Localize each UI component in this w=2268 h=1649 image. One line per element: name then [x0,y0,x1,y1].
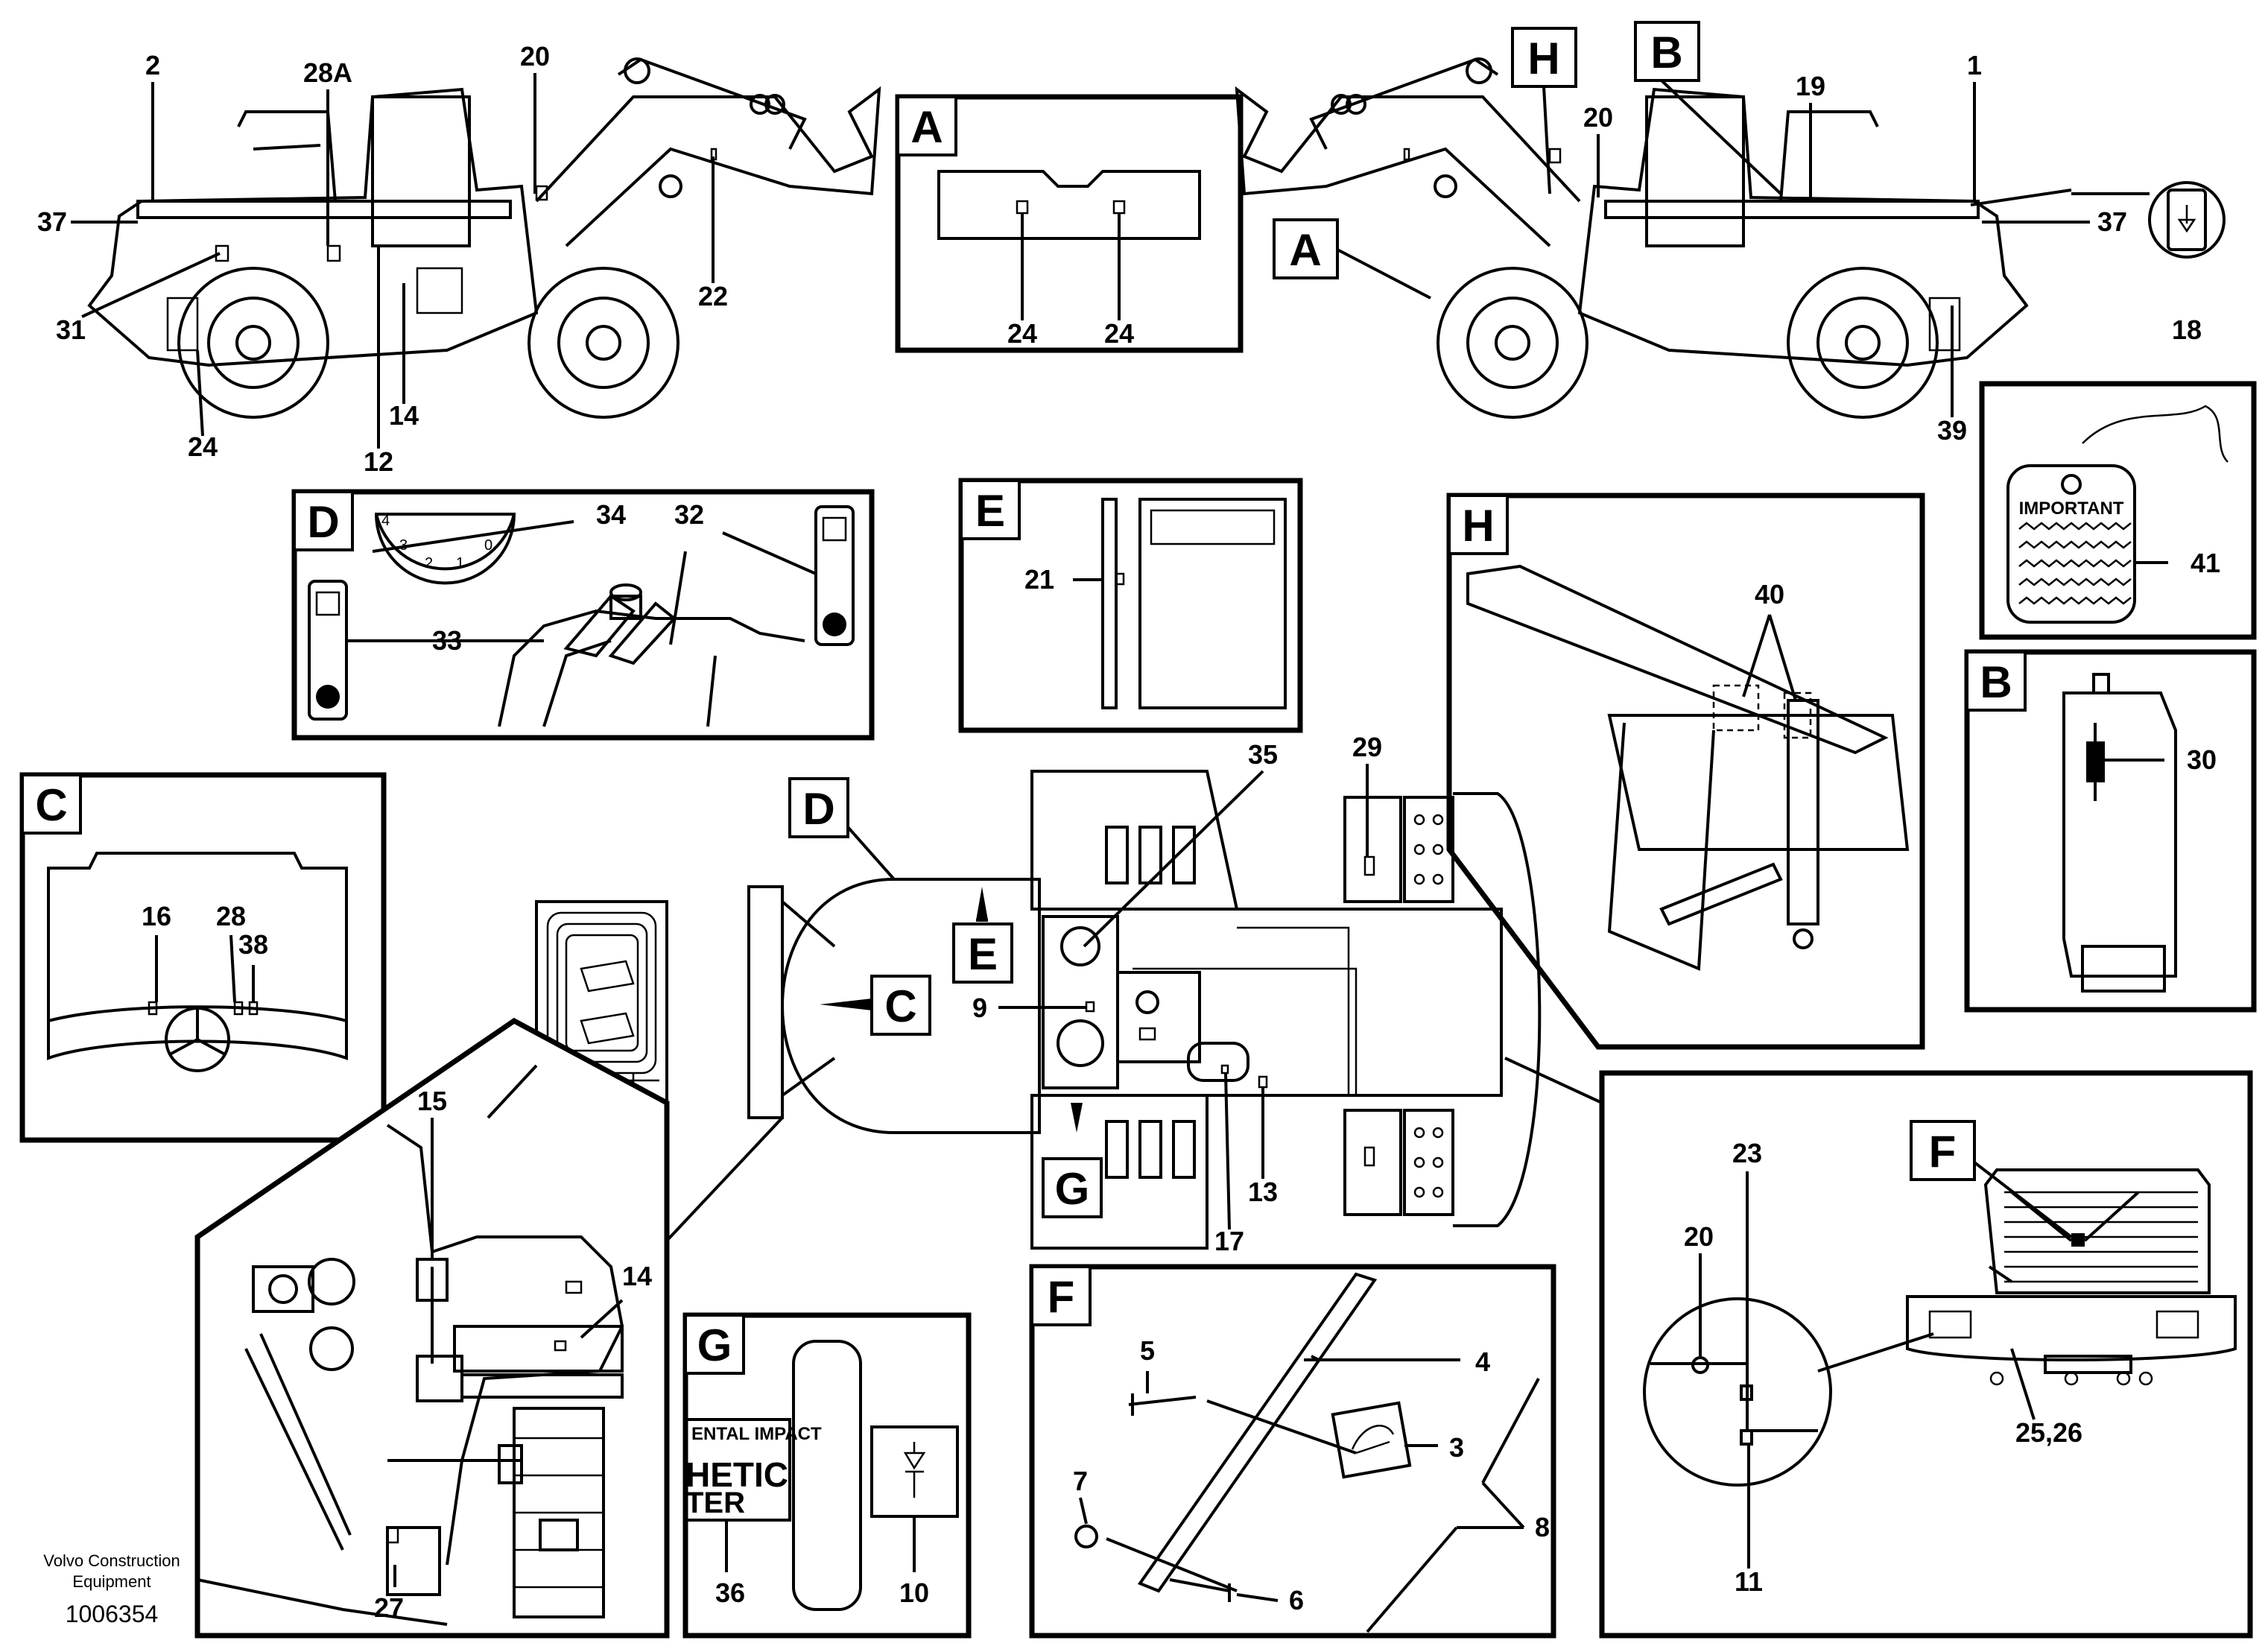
label-h-top [1511,27,1577,88]
label-b-top [1634,21,1700,82]
callout-number: 10 [899,1577,929,1608]
callout-number: 37 [2097,206,2127,237]
callout-number: 8 [1535,1512,1550,1542]
callout-number: 7 [1073,1466,1088,1496]
callout-number: 14 [622,1261,652,1291]
callout-number: 2 [145,50,160,80]
label-c-center [870,975,931,1036]
callout-number: 18 [2172,314,2202,345]
detail-box-f-lower: F [1029,1264,1556,1639]
detail-box-cab-steps [194,1017,670,1639]
label-g-center [1042,1157,1103,1218]
callout-number: 5 [1140,1335,1155,1366]
company-name-line1: Volvo Construction [43,1551,180,1570]
callout-number: 14 [389,400,419,431]
detail-box-a: A [895,94,1244,353]
svg-text:IMPORTANT: IMPORTANT [2019,499,2124,519]
detail-letter-label: HETIC [685,1455,788,1494]
detail-box-c: C [19,772,387,1143]
svg-text:4: 4 [381,513,390,529]
machine-top-view [747,770,1542,1250]
callout-number: 15 [417,1086,447,1116]
callout-number: 24 [1104,318,1134,349]
label-a-side [1273,218,1339,279]
detail-letter-label: D [802,784,834,834]
callout-number: 6 [1289,1585,1304,1615]
detail-letter-label: C [884,981,916,1031]
callout-number: 31 [56,314,86,345]
detail-letter-label: A [1289,225,1321,275]
callout-number: 17 [1214,1226,1244,1256]
callout-number: 37 [37,206,67,237]
callout-number: 32 [674,499,704,530]
callout-number: 9 [972,993,987,1023]
detail-letter-label: H [1462,501,1494,551]
loader-left-side-view [87,57,881,419]
callout-number: 41 [2191,548,2220,578]
svg-text:2: 2 [425,555,433,572]
detail-box-b: B [1964,649,2257,1013]
detail-letter-label: D [307,497,339,547]
detail-letter-label: E [968,929,998,979]
callout-number: 38 [238,929,268,960]
callout-number: 1 [1967,50,1982,80]
callout-number: 20 [1583,102,1613,133]
svg-text:1: 1 [456,555,464,572]
decal-18-inset [2071,181,2226,259]
footer-block: Volvo Construction Equipment 1006354 [43,1551,180,1627]
drawing-number: 1006354 [66,1601,159,1627]
label-e-center [952,922,1013,984]
detail-letter-label: B [1650,28,1682,77]
callout-numbers: 2 28A 20 37 31 24 12 14 22 24 24 20 19 1… [37,41,2220,1623]
callout-number: 4 [1475,1346,1490,1377]
callout-number: 24 [188,431,218,462]
detail-box-f-rear: F [1599,1070,2253,1639]
detail-letter-label: F [1048,1272,1075,1322]
callout-number: 40 [1755,579,1784,610]
detail-letter-label: A [910,102,943,152]
callout-number: 29 [1352,732,1382,762]
callout-number: 22 [698,281,728,311]
detail-letter-label: TER [685,1487,745,1519]
detail-letter-label: F [1929,1127,1957,1177]
detail-letter-label: G [1055,1164,1090,1214]
company-name-line2: Equipment [72,1572,151,1591]
callout-number: 36 [715,1577,745,1608]
callout-number: 21 [1024,564,1054,595]
detail-letter-label: G [697,1320,732,1370]
callout-number: 24 [1007,318,1037,349]
callout-number: 28 [216,901,246,931]
callout-number: 25,26 [2015,1417,2082,1448]
callout-number: 19 [1796,71,1825,101]
detail-letter-label: E [975,486,1005,536]
callout-number: 12 [364,446,393,477]
label-d-center [788,777,849,838]
callout-number: 3 [1449,1432,1464,1463]
callout-number: 23 [1732,1138,1762,1168]
loader-right-side-view [1235,57,2029,419]
callout-number: 39 [1937,415,1967,446]
detail-box-important-tag: IMPORTANT [1979,381,2257,640]
callout-number: 30 [2187,744,2217,775]
callout-number: 16 [142,901,171,931]
callout-number: 20 [520,41,550,72]
callout-number: 35 [1248,739,1278,770]
callout-number: 33 [432,625,462,656]
detail-letter-label: H [1527,34,1559,83]
detail-box-e: E [958,478,1303,733]
detail-letter-label: C [35,780,67,830]
callout-number: 13 [1248,1177,1278,1207]
callout-number: 11 [1735,1566,1763,1597]
callout-number: 20 [1684,1221,1714,1252]
svg-text:ENTAL IMPACT: ENTAL IMPACT [691,1424,822,1444]
svg-text:0: 0 [484,537,492,554]
callout-number: 28A [303,57,352,88]
detail-box-g: G ENTAL IMPACT HETIC TER [682,1312,972,1639]
detail-box-h: H [1446,493,1925,1050]
detail-box-d: D 4 3 2 1 0 [291,489,875,741]
detail-letter-label: B [1980,657,2012,707]
callout-number: 34 [596,499,626,530]
callout-number: 27 [374,1592,404,1623]
